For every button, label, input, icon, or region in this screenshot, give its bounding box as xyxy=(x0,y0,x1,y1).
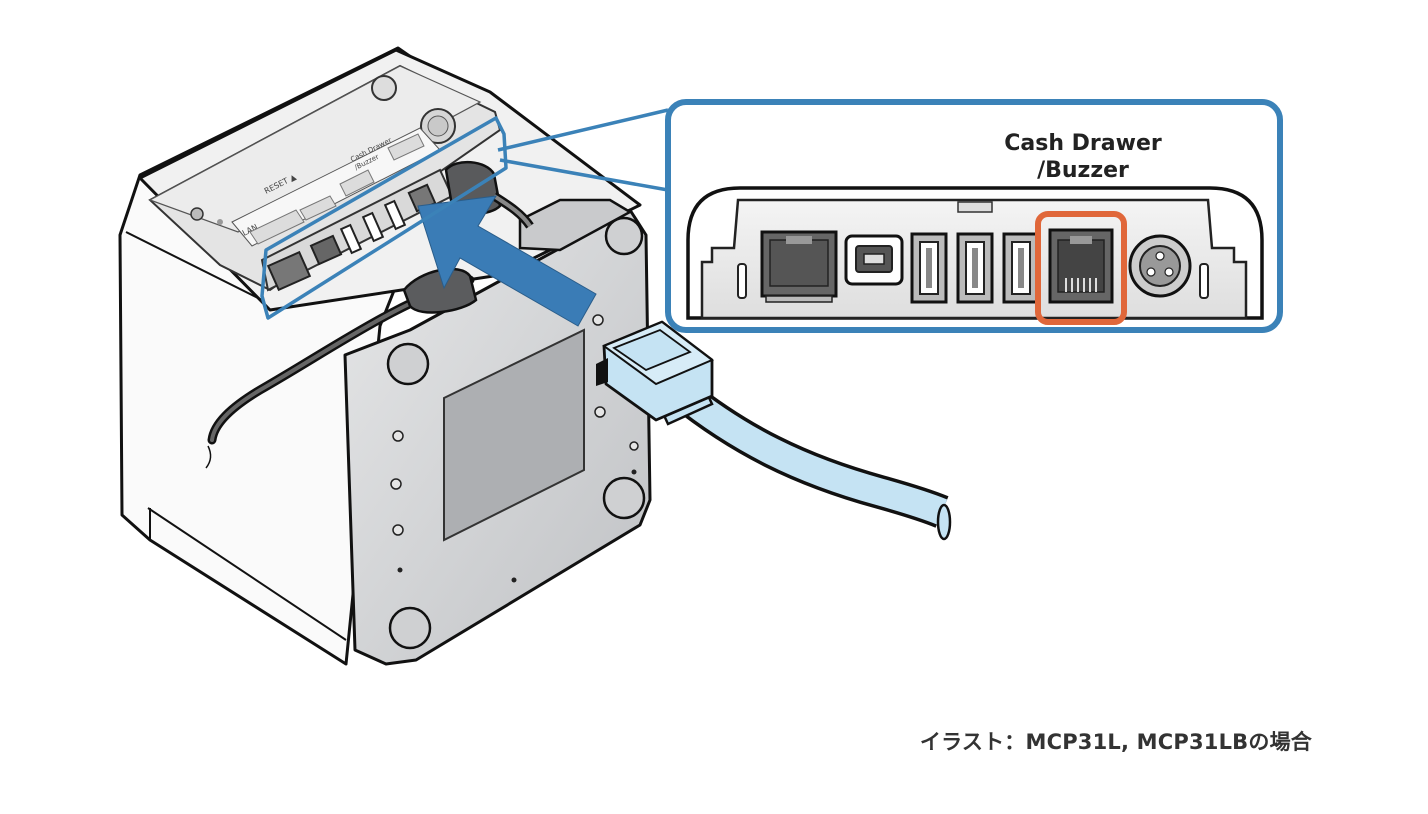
printer-body: LAN RESET ▲ Cash Drawer /Buzzer xyxy=(118,46,652,666)
usb-a-port-icon xyxy=(956,232,994,304)
illustration-caption: イラスト：MCP31L, MCP31LBの場合 xyxy=(919,730,1312,754)
rj12-plug xyxy=(596,320,714,422)
drawer-cable xyxy=(596,320,952,541)
rj12-port-icon xyxy=(1035,211,1127,325)
arrow-icon xyxy=(417,195,597,327)
usb-a-port-icon xyxy=(1002,232,1040,304)
usb-b-port-icon xyxy=(844,234,904,286)
zoom-label-line1: Cash Drawer xyxy=(1004,131,1162,156)
drawer-port-highlight xyxy=(1035,211,1127,325)
dc-power-port-icon xyxy=(1128,234,1192,298)
ethernet-port-icon xyxy=(760,230,838,303)
callout: Cash Drawer /Buzzer xyxy=(260,99,1283,333)
panel-highlight xyxy=(260,116,508,320)
zoom-label-line2: /Buzzer xyxy=(1037,158,1129,183)
insert-arrow xyxy=(417,195,597,327)
usb-a-port-icon xyxy=(910,232,948,304)
